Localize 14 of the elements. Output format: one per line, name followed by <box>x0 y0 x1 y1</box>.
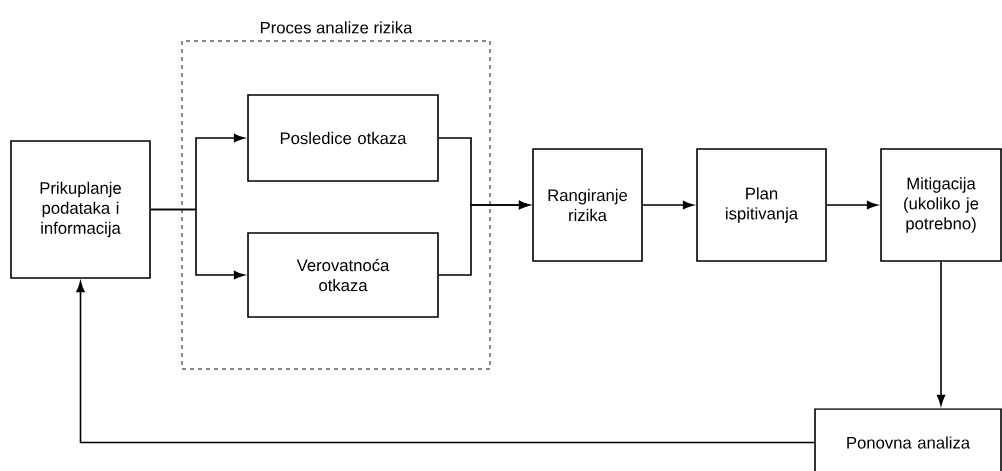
process-box: Verovatnoća otkaza <box>247 232 439 318</box>
arrow <box>826 200 878 210</box>
arrow <box>150 208 245 280</box>
process-box: Ponovna analiza <box>814 408 1002 471</box>
arrow <box>642 200 694 210</box>
arrow <box>936 261 946 406</box>
process-box: Posledice otkaza <box>247 94 439 182</box>
process-box: Plan ispitivanja <box>696 148 827 262</box>
arrow <box>438 200 530 276</box>
node-label: Proces analize rizika <box>260 21 413 34</box>
process-box: Mitigacija (ukoliko je potrebno) <box>880 148 1002 262</box>
arrow <box>76 281 815 444</box>
process-box: Prikuplanje podataka i informacija <box>10 140 151 279</box>
process-box: Rangiranje rizika <box>532 148 643 262</box>
